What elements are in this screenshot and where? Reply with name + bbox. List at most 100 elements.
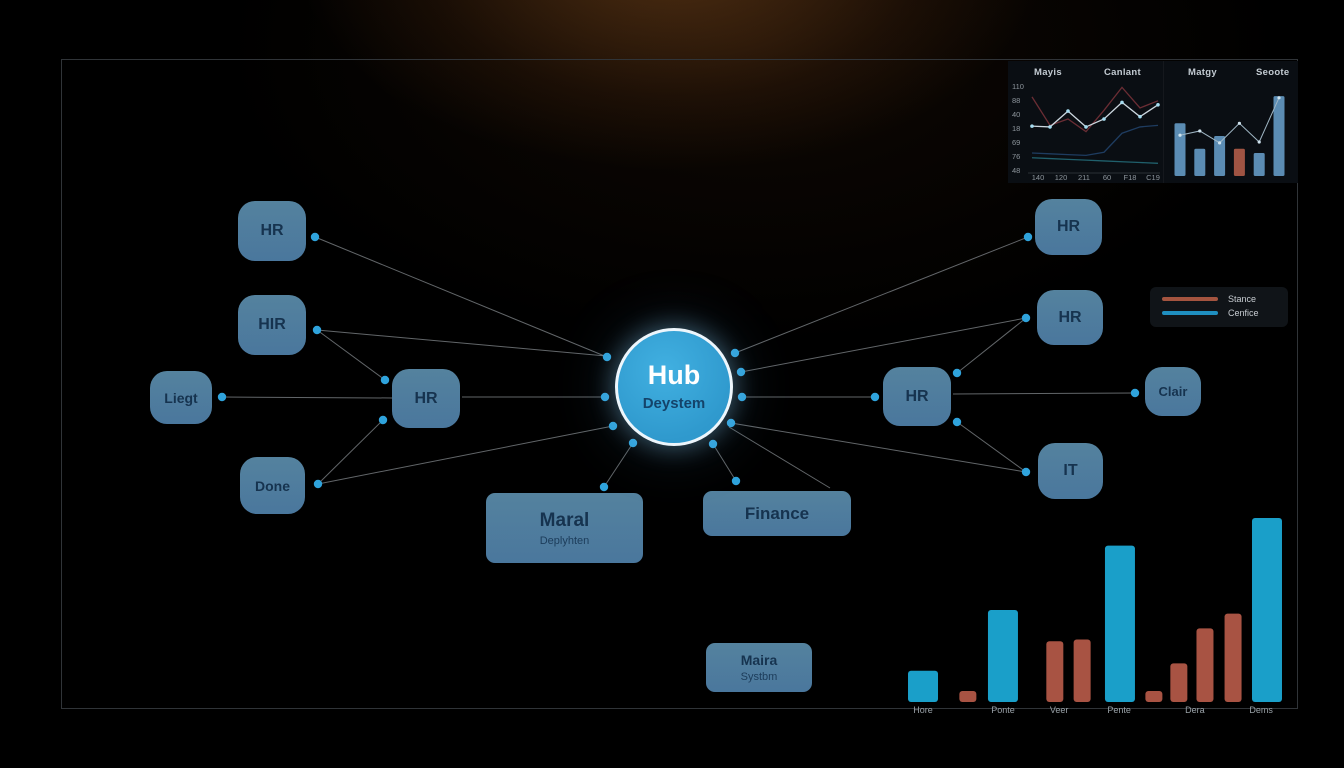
connector-dot <box>870 392 880 402</box>
bottom-bar-chart-panel: Hore Ponte Veer Pente Dera Dems <box>898 498 1292 716</box>
connector-dot <box>736 367 746 377</box>
y-tick: 88 <box>1012 96 1020 105</box>
connector-dot <box>726 418 736 428</box>
overlay-marker <box>1198 129 1202 133</box>
x-label: Dera <box>1185 705 1205 715</box>
edge-line <box>730 422 1027 473</box>
bar <box>1194 148 1206 176</box>
node-hr-mid-left[interactable]: HR <box>392 369 460 428</box>
node-label: HR <box>260 222 284 239</box>
bar <box>987 610 1018 702</box>
node-it[interactable]: IT <box>1038 443 1103 499</box>
edge-line <box>734 236 1029 354</box>
node-sublabel: Deplyhten <box>539 534 590 547</box>
x-tick: 60 <box>1103 173 1111 182</box>
hub-subtitle: Deystem <box>642 395 706 412</box>
series-marker <box>1138 114 1142 119</box>
node-sublabel: Systbm <box>740 671 778 683</box>
x-label: Veer <box>1050 705 1069 715</box>
node-done[interactable]: Done <box>240 457 305 514</box>
bar <box>959 690 977 702</box>
node-hub[interactable]: Hub Deystem <box>615 328 733 446</box>
connector-dot <box>731 476 741 486</box>
connector-dot <box>217 392 227 402</box>
bar <box>1196 628 1214 702</box>
edge-line <box>740 317 1027 373</box>
node-label: HR <box>1056 218 1081 235</box>
bar <box>1251 518 1282 702</box>
node-label: Clair <box>1158 384 1188 399</box>
frame-border <box>61 59 1298 709</box>
node-hr-right-hub[interactable]: HR <box>883 367 951 426</box>
connector-dot <box>730 348 740 358</box>
series-marker <box>1102 117 1106 121</box>
series-marker <box>1030 124 1034 128</box>
bar <box>1174 123 1186 176</box>
top-bar-chart <box>1174 96 1285 176</box>
node-label: Liegt <box>164 389 198 406</box>
edge-line <box>728 426 831 489</box>
node-label: HR <box>414 389 438 407</box>
series-marker <box>1120 100 1124 105</box>
x-tick: 120 <box>1055 173 1068 182</box>
connector-dot <box>608 421 618 431</box>
node-clair[interactable]: Clair <box>1145 367 1201 416</box>
x-tick: 140 <box>1032 173 1045 182</box>
x-label: Hore <box>913 705 933 715</box>
node-liegt[interactable]: Liegt <box>150 371 212 424</box>
connector-dot <box>378 415 388 425</box>
legend-item: Cenfice <box>1150 306 1288 320</box>
legend-label: Cenfice <box>1228 308 1259 318</box>
edge-line <box>221 396 393 399</box>
node-label: IT <box>1063 462 1078 479</box>
bar <box>908 670 939 702</box>
x-label: Pente <box>1107 705 1131 715</box>
connector-dot <box>952 368 962 378</box>
node-hr-top-right[interactable]: HR <box>1035 199 1102 255</box>
connector-dot <box>1021 313 1031 323</box>
node-finance[interactable]: Finance <box>703 491 851 536</box>
edge-line <box>317 425 614 485</box>
y-tick: 40 <box>1012 110 1020 119</box>
legend-swatch-red <box>1162 297 1218 301</box>
x-tick: 211 <box>1078 173 1090 182</box>
edge-line <box>603 442 634 488</box>
overlay-marker <box>1237 121 1241 125</box>
overlay-marker <box>1277 96 1281 100</box>
y-tick: 48 <box>1012 166 1020 175</box>
connector-dot <box>380 375 390 385</box>
connector-dot <box>1021 467 1031 477</box>
series-marker <box>1156 102 1160 107</box>
node-hr-mid-right[interactable]: HR <box>1037 290 1103 345</box>
node-label: Maira <box>740 652 778 668</box>
series-marker <box>1048 125 1052 129</box>
hub-title: Hub <box>647 360 701 390</box>
series-red <box>1031 86 1159 133</box>
y-tick: 18 <box>1012 124 1020 133</box>
node-hr-top-left[interactable]: HR <box>238 201 306 261</box>
node-label: Finance <box>744 503 810 523</box>
x-tick: F18 <box>1124 173 1137 182</box>
edge-line <box>956 317 1027 374</box>
connector-dot <box>708 439 718 449</box>
connector-dot <box>312 325 322 335</box>
node-hir[interactable]: HIR <box>238 295 306 355</box>
bar <box>1104 545 1135 702</box>
x-label: Dems <box>1249 705 1273 715</box>
connector-dot <box>1130 388 1140 398</box>
node-label: Maral <box>539 509 590 531</box>
series-white <box>1031 101 1159 128</box>
node-label: HIR <box>258 316 286 333</box>
connector-dot <box>737 392 747 402</box>
line-chart-title-right: Canlant <box>1104 67 1141 78</box>
y-tick: 76 <box>1012 152 1020 161</box>
connector-dot <box>313 479 323 489</box>
y-tick: 110 <box>1012 82 1024 91</box>
overlay-line <box>1179 97 1280 144</box>
x-label: Ponte <box>991 705 1015 715</box>
